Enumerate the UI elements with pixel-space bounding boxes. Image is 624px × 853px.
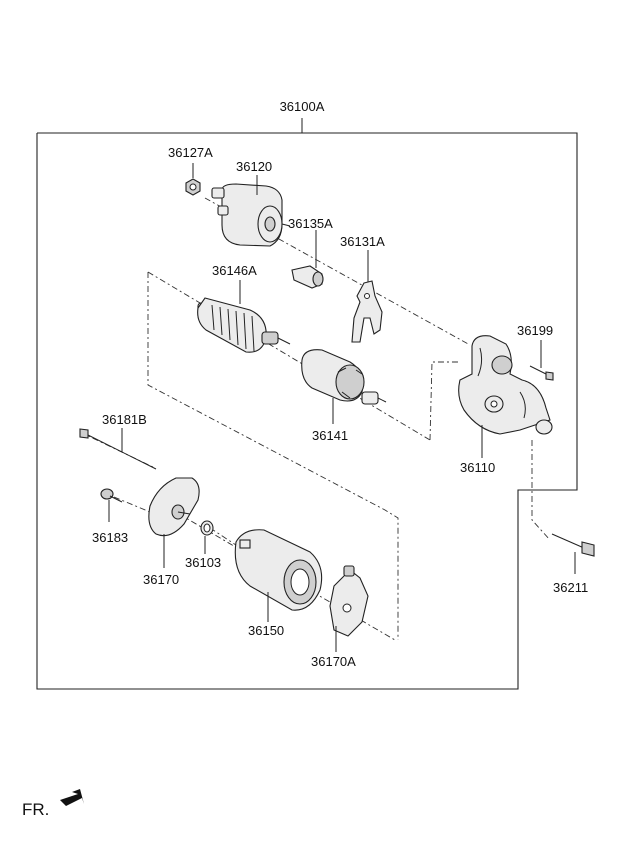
screw-36183 — [100, 488, 123, 503]
plunger-36135A — [291, 265, 324, 289]
direction-arrow-icon — [60, 789, 84, 806]
label-36127A: 36127A — [168, 145, 213, 160]
label-36170A: 36170A — [311, 654, 356, 669]
rear-bracket-36170 — [148, 477, 200, 537]
bolt-36211 — [551, 533, 595, 557]
brush-holder-36170A — [329, 565, 369, 637]
label-36199: 36199 — [517, 323, 553, 338]
assembly-frame — [36, 132, 578, 690]
label-36150: 36150 — [248, 623, 284, 638]
nut-36127A — [185, 178, 201, 196]
assembly-label: 36100A — [280, 99, 325, 114]
solenoid-36120 — [211, 183, 291, 247]
yoke-36150 — [234, 529, 323, 611]
label-36131A: 36131A — [340, 234, 385, 249]
screw-36199 — [529, 365, 554, 381]
label-36211: 36211 — [553, 580, 588, 595]
label-36103: 36103 — [185, 555, 221, 570]
drive-gear-36141 — [301, 349, 387, 405]
label-36170: 36170 — [143, 572, 179, 587]
washer-36103 — [200, 520, 214, 536]
armature-36146A — [197, 297, 291, 353]
label-36181B: 36181B — [102, 412, 147, 427]
direction-label: FR. — [22, 800, 49, 819]
shift-lever-36131A — [351, 280, 383, 343]
label-36110: 36110 — [460, 460, 495, 475]
label-36141: 36141 — [312, 428, 348, 443]
label-36146A: 36146A — [212, 263, 257, 278]
assembly-axis-lines — [79, 197, 551, 641]
through-bolt-36181B — [79, 428, 157, 470]
label-36183: 36183 — [92, 530, 128, 545]
label-36135A: 36135A — [288, 216, 333, 231]
label-36120: 36120 — [236, 159, 272, 174]
front-housing-36110 — [458, 335, 553, 435]
